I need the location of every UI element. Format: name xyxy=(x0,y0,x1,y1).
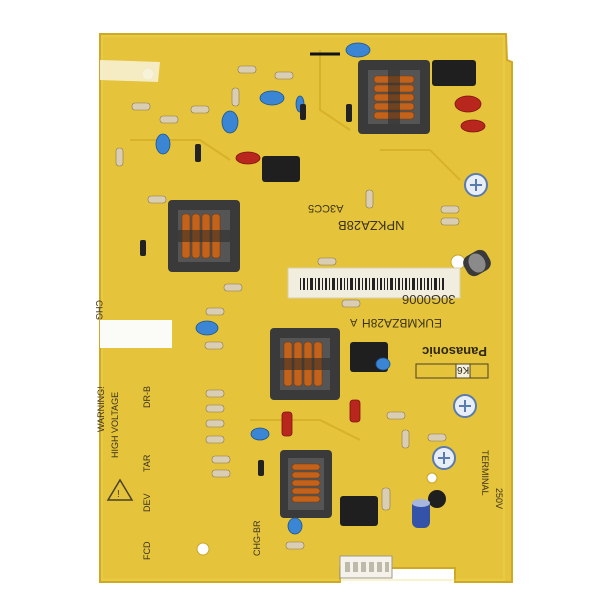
lot-label: 30G0006 xyxy=(402,292,456,307)
model-label-b: A3CC5 xyxy=(308,202,344,214)
mounting-hole xyxy=(450,254,466,270)
transistor xyxy=(428,490,446,508)
connector-label-fcd: FCD xyxy=(142,541,152,561)
connector-label-tar: TAR xyxy=(142,454,152,472)
electrolytic-capacitor xyxy=(412,499,430,528)
trimmer-potentiometer xyxy=(432,446,456,470)
k-box-label: K6 xyxy=(457,364,470,375)
barcode xyxy=(300,278,444,290)
connector-label-chg: CHG xyxy=(94,300,104,320)
capacitor-blue xyxy=(345,42,371,58)
transistor xyxy=(432,60,476,86)
capacitor-red xyxy=(349,399,361,423)
diode xyxy=(140,240,146,256)
capacitor-blue xyxy=(259,90,285,106)
model-label-a: NPKZA28B xyxy=(338,218,405,233)
capacitor-blue xyxy=(155,133,171,155)
capacitor-red xyxy=(235,151,261,165)
transformer xyxy=(270,328,340,400)
transistor xyxy=(340,496,378,526)
diode xyxy=(346,104,352,122)
transformer xyxy=(358,60,430,134)
part-number-label: EUKMBZA28H xyxy=(362,316,443,330)
capacitor-blue xyxy=(195,320,219,336)
electrolytic-capacitor xyxy=(463,249,491,277)
capacitor-blue xyxy=(221,110,239,134)
insulation-tape xyxy=(100,60,160,82)
capacitor-blue xyxy=(375,357,391,371)
diode xyxy=(195,144,201,162)
transistor xyxy=(262,156,300,182)
trimmer-potentiometer xyxy=(453,394,477,418)
terminal-text-1: TERMINAL xyxy=(480,450,490,496)
transformer xyxy=(280,450,332,518)
capacitor-red xyxy=(281,411,293,437)
warning-text-1: WARNING! xyxy=(96,386,106,432)
warning-symbol xyxy=(106,478,134,501)
insulation-tape xyxy=(100,320,172,348)
k-box xyxy=(415,363,489,379)
capacitor-blue xyxy=(250,427,270,441)
resistors xyxy=(115,65,460,550)
capacitor-red xyxy=(460,119,486,133)
diode xyxy=(258,460,264,476)
revision-mark: A xyxy=(350,316,358,328)
mounting-hole xyxy=(196,542,210,556)
terminal-text-2: 250V xyxy=(494,488,504,510)
capacitor-blue xyxy=(287,517,303,535)
brand-label: Panasonic xyxy=(422,344,488,359)
transformer xyxy=(168,200,240,272)
connector-label-drb: DR-B xyxy=(142,386,152,408)
svg-text:!: ! xyxy=(117,489,120,500)
warning-text-2: HIGH VOLTAGE xyxy=(110,391,120,458)
mounting-hole xyxy=(426,472,438,484)
connector-label-dev: DEV xyxy=(142,493,152,512)
diode xyxy=(300,104,306,120)
capacitor-red xyxy=(454,95,482,113)
connector-label-chgbr: CHG-BR xyxy=(252,520,262,557)
trimmer-potentiometer xyxy=(464,173,488,197)
